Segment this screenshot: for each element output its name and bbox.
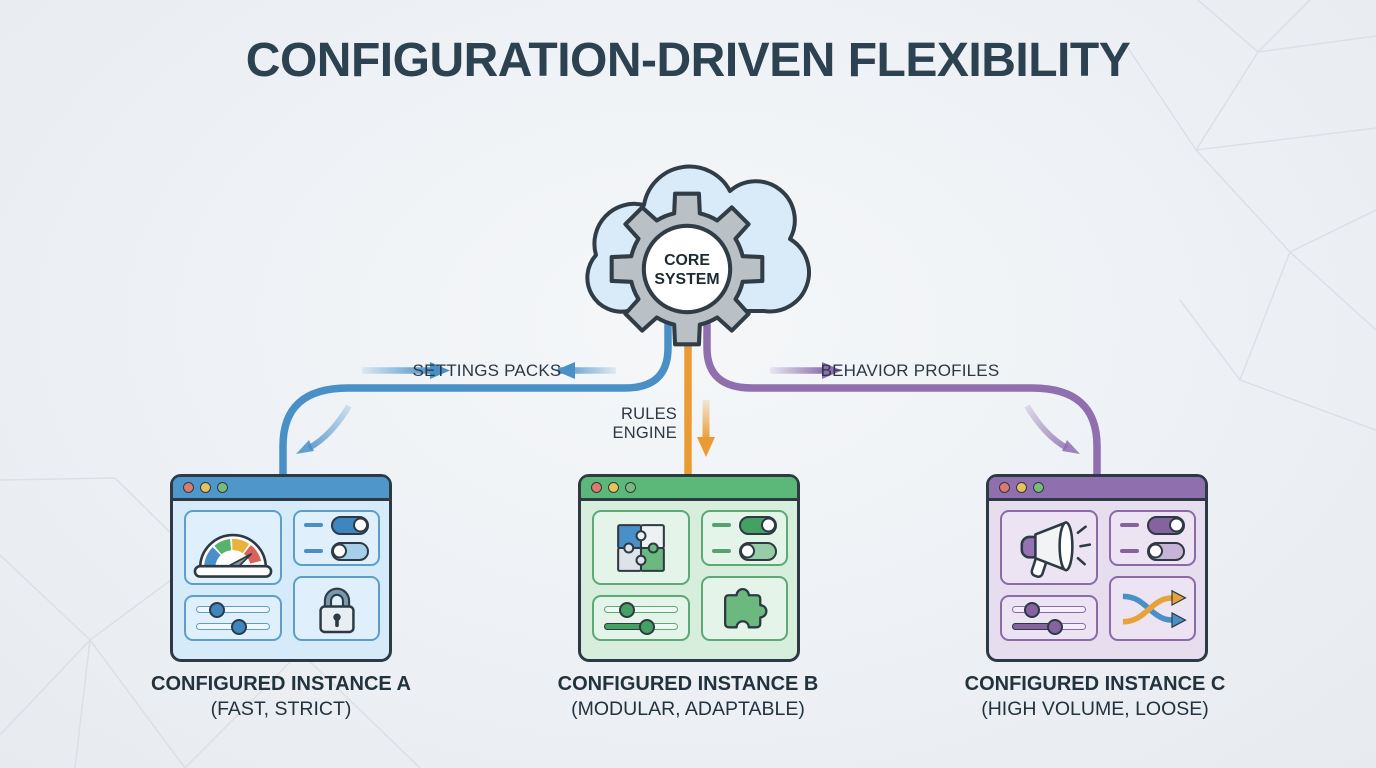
slider-knob[interactable] [638, 618, 655, 635]
toggle-switch-off[interactable] [331, 541, 370, 561]
window-maximize-dot[interactable] [1033, 482, 1044, 493]
window-minimize-dot[interactable] [200, 482, 211, 493]
slider[interactable] [604, 618, 679, 635]
core-system-label-line1: CORE [664, 252, 710, 269]
toggle-switch-on[interactable] [1147, 515, 1186, 535]
slider-knob[interactable] [618, 601, 635, 618]
slider-knob[interactable] [1046, 618, 1063, 635]
slider[interactable] [604, 601, 679, 618]
window-minimize-dot[interactable] [608, 482, 619, 493]
puzzle-piece-panel [701, 576, 788, 641]
window-maximize-dot[interactable] [217, 482, 228, 493]
decorative-arrows [296, 362, 1080, 457]
window-close-dot[interactable] [591, 482, 602, 493]
lock-panel [293, 576, 380, 641]
instance-c-window [986, 474, 1208, 662]
toggle-switch-on[interactable] [331, 515, 370, 535]
gear-icon: CORE SYSTEM [609, 191, 765, 347]
slider[interactable] [1012, 601, 1087, 618]
instance-a-caption: CONFIGURED INSTANCE A (FAST, STRICT) [121, 672, 441, 721]
instance-b-caption: CONFIGURED INSTANCE B (MODULAR, ADAPTABL… [528, 672, 848, 721]
toggle-label-dash [712, 523, 732, 527]
behavior-profiles-label: BEHAVIOR PROFILES [820, 361, 1000, 380]
window-maximize-dot[interactable] [625, 482, 636, 493]
curved-arrow-to-instance-a-icon [307, 404, 352, 451]
toggle-label-dash [304, 523, 324, 527]
window-titlebar [173, 477, 389, 501]
window-minimize-dot[interactable] [1016, 482, 1027, 493]
sliders-panel [184, 595, 283, 641]
settings-packs-label: SETTINGS PACKS [412, 361, 562, 380]
instance-a-window [170, 474, 392, 662]
gauge-icon [193, 533, 273, 578]
instance-c-caption: CONFIGURED INSTANCE C (HIGH VOLUME, LOOS… [935, 672, 1255, 721]
lock-icon [319, 587, 355, 633]
toggle-label-dash [1120, 549, 1140, 553]
toggle-label-dash [712, 549, 732, 553]
window-titlebar [989, 477, 1205, 501]
puzzle-grid-icon [617, 523, 666, 572]
gauge-panel [184, 510, 283, 585]
shuffle-panel [1109, 576, 1196, 641]
curved-arrow-to-instance-c-icon [1024, 404, 1069, 451]
toggles-panel [701, 510, 788, 566]
slider-knob[interactable] [1023, 601, 1040, 618]
sliders-panel [592, 595, 691, 641]
megaphone-icon [1020, 520, 1092, 578]
window-close-dot[interactable] [999, 482, 1010, 493]
instance-b-subtitle: (MODULAR, ADAPTABLE) [571, 698, 805, 720]
toggle-label-dash [1120, 523, 1140, 527]
rules-engine-label-line1: RULES [620, 405, 677, 423]
rules-engine-label: RULES ENGINE [547, 405, 677, 443]
toggle-label-dash [304, 549, 324, 553]
instance-b-window [578, 474, 800, 662]
toggle-switch-on[interactable] [739, 515, 778, 535]
puzzle-grid-panel [592, 510, 691, 585]
connector-settings-packs [279, 318, 672, 480]
toggle-switch-off[interactable] [739, 541, 778, 561]
instance-c-subtitle: (HIGH VOLUME, LOOSE) [981, 698, 1209, 720]
window-titlebar [581, 477, 797, 501]
core-system-cloud: CORE SYSTEM [585, 164, 811, 347]
slider[interactable] [196, 618, 271, 635]
shuffle-arrows-icon [1122, 589, 1187, 628]
slider[interactable] [196, 601, 271, 618]
megaphone-panel [1000, 510, 1099, 585]
toggles-panel [1109, 510, 1196, 566]
slider-knob[interactable] [230, 618, 247, 635]
slider[interactable] [1012, 618, 1087, 635]
puzzle-piece-icon [723, 587, 768, 628]
connector-behavior-profiles [703, 318, 1101, 480]
instance-a-subtitle: (FAST, STRICT) [210, 698, 352, 720]
instance-c-title: CONFIGURED INSTANCE C [964, 673, 1226, 695]
window-close-dot[interactable] [183, 482, 194, 493]
rules-engine-label-line2: ENGINE [612, 424, 677, 442]
sliders-panel [1000, 595, 1099, 641]
toggles-panel [293, 510, 380, 566]
core-system-label-line2: SYSTEM [654, 271, 719, 288]
page-title: CONFIGURATION-DRIVEN FLEXIBILITY [245, 34, 1131, 87]
slider-knob[interactable] [209, 601, 226, 618]
instance-b-title: CONFIGURED INSTANCE B [557, 673, 819, 695]
toggle-switch-off[interactable] [1147, 541, 1186, 561]
instance-a-title: CONFIGURED INSTANCE A [151, 673, 411, 695]
